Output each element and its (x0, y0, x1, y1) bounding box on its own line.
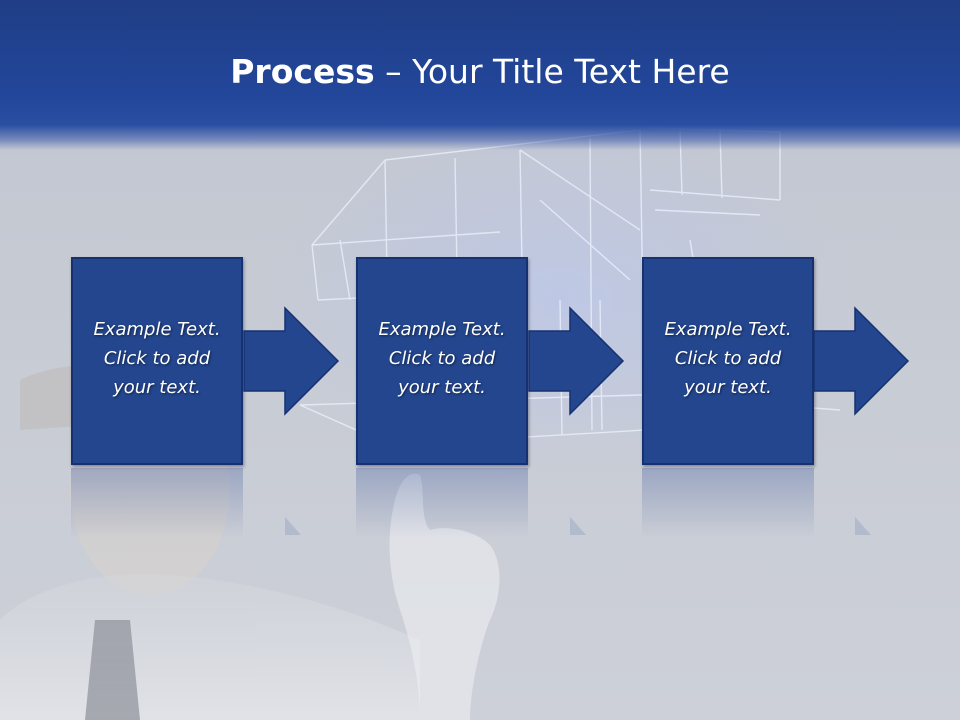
page-title: Process – Your Title Text Here (0, 52, 960, 91)
arrow-reflection (570, 517, 586, 535)
arrow-reflection (285, 517, 301, 535)
step-1-text: Example Text. Click to add your text. (93, 318, 221, 398)
step-2-text: Example Text. Click to add your text. (378, 318, 506, 398)
step-3-text: Example Text. Click to add your text. (664, 318, 792, 398)
right-arrow-icon (528, 306, 625, 416)
right-arrow-icon (243, 306, 340, 416)
step-box-1[interactable]: Example Text. Click to add your text. (71, 257, 243, 465)
step-1-reflection (71, 468, 243, 538)
step-box-3[interactable]: Example Text. Click to add your text. (642, 257, 814, 465)
step-3-reflection (642, 468, 814, 538)
arrow-reflection (855, 517, 871, 535)
step-2-reflection (356, 468, 528, 538)
title-rest: – Your Title Text Here (374, 52, 730, 91)
title-bar (0, 0, 960, 150)
right-arrow-icon (813, 306, 910, 416)
step-box-2[interactable]: Example Text. Click to add your text. (356, 257, 528, 465)
title-bold: Process (230, 52, 375, 91)
hand-silhouette (389, 473, 500, 720)
